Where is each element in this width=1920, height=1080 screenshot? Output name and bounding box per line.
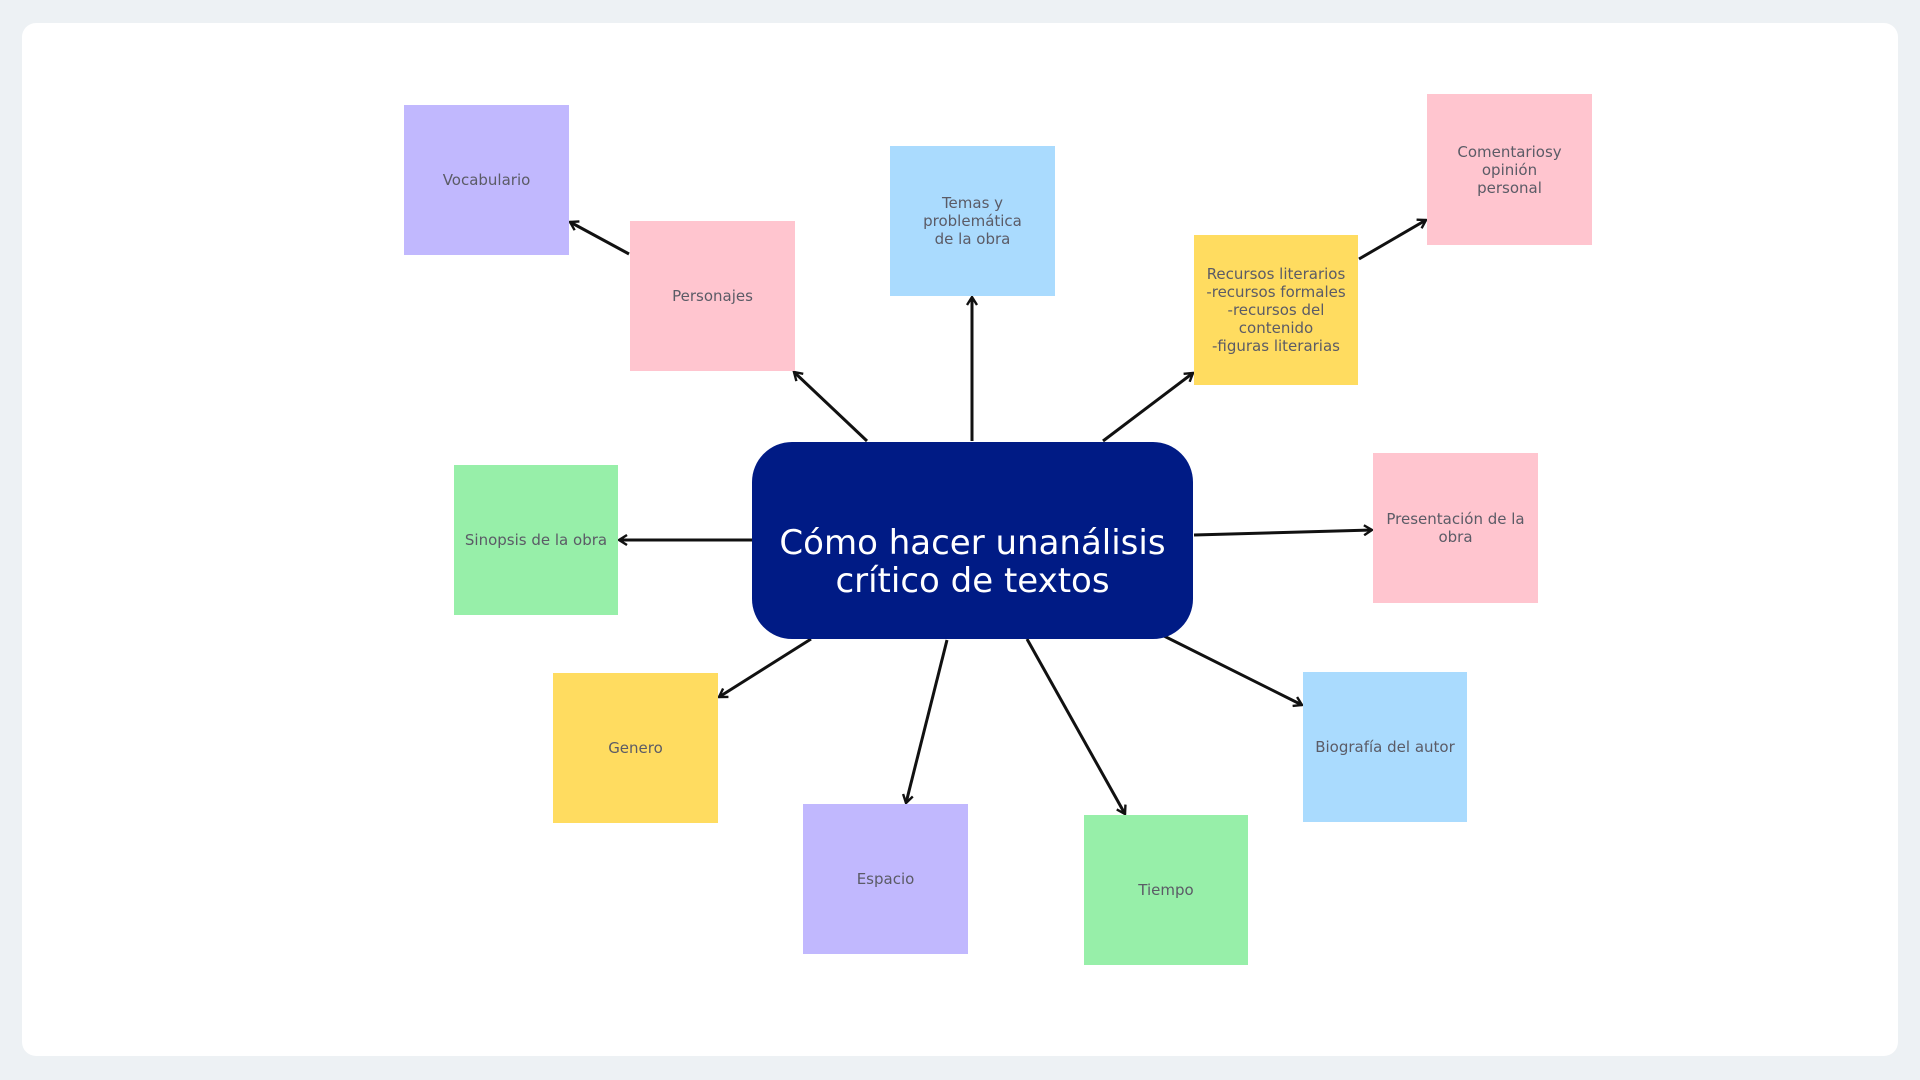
note-genero-text: Genero xyxy=(608,739,663,757)
note-sinopsis-text: Sinopsis de la obra xyxy=(464,531,608,549)
note-personajes-text: Personajes xyxy=(672,287,753,305)
note-temas[interactable]: Temas y problemática de la obra xyxy=(890,146,1055,296)
central-topic-title: Cómo hacer unanálisis crítico de textos xyxy=(779,522,1166,601)
note-biografia-text: Biografía del autor xyxy=(1315,738,1455,756)
note-genero[interactable]: Genero xyxy=(553,673,718,823)
note-recursos[interactable]: Recursos literarios -recursos formales -… xyxy=(1194,235,1358,385)
note-recursos-text: Recursos literarios -recursos formales -… xyxy=(1206,265,1346,355)
note-sinopsis[interactable]: Sinopsis de la obra xyxy=(454,465,618,615)
note-tiempo[interactable]: Tiempo xyxy=(1084,815,1248,965)
note-presentacion-text: Presentación de la obra xyxy=(1386,510,1525,546)
note-vocabulario-text: Vocabulario xyxy=(442,171,531,189)
note-comentarios[interactable]: Comentariosy opinión personal xyxy=(1427,94,1592,245)
note-personajes[interactable]: Personajes xyxy=(630,221,795,371)
note-vocabulario[interactable]: Vocabulario xyxy=(404,105,569,255)
note-espacio[interactable]: Espacio xyxy=(803,804,968,954)
note-biografia[interactable]: Biografía del autor xyxy=(1303,672,1467,822)
note-tiempo-text: Tiempo xyxy=(1138,881,1194,899)
note-presentacion[interactable]: Presentación de la obra xyxy=(1373,453,1538,603)
note-comentarios-text: Comentariosy opinión personal xyxy=(1457,142,1562,197)
note-temas-text: Temas y problemática de la obra xyxy=(923,194,1022,248)
central-topic[interactable]: Cómo hacer unanálisis crítico de textos xyxy=(752,442,1193,639)
note-espacio-text: Espacio xyxy=(856,870,915,888)
